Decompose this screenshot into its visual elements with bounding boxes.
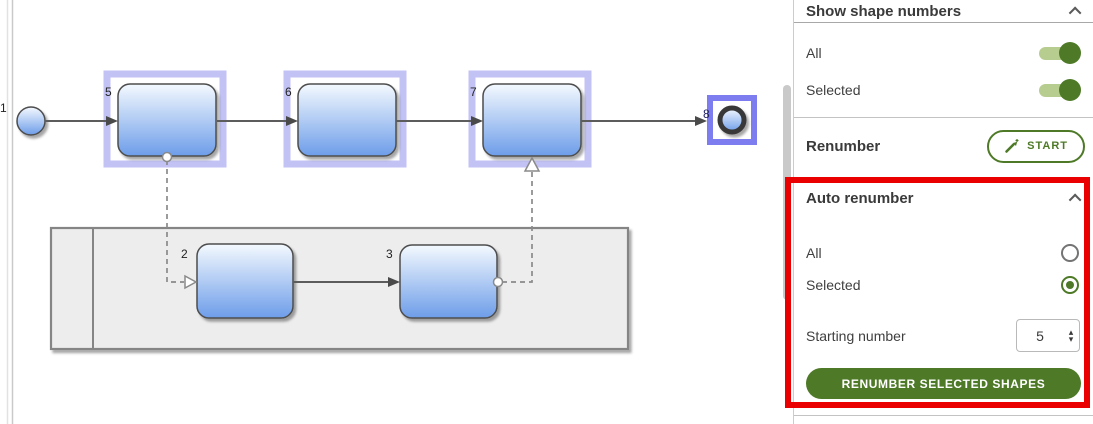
task-shape-3[interactable] (399, 244, 498, 319)
toggle-knob (1059, 78, 1081, 101)
starting-number-input[interactable]: ▴ ▾ (1016, 319, 1080, 352)
stepper-down-icon[interactable]: ▾ (1068, 333, 1074, 344)
renumber-selected-shapes-button[interactable]: RENUMBER SELECTED SHAPES (806, 368, 1081, 399)
toggle-knob (1059, 41, 1081, 64)
panel-title: Show shape numbers (806, 2, 962, 20)
start-event-shape[interactable] (16, 106, 46, 136)
magic-wand-icon (1005, 139, 1019, 153)
pool-container[interactable] (49, 226, 630, 351)
open-arrowhead (523, 156, 541, 172)
starting-number-value[interactable] (1017, 327, 1063, 344)
flow-connectors[interactable] (45, 120, 696, 283)
task-shape-5[interactable] (103, 70, 227, 168)
chevron-up-icon[interactable] (1068, 6, 1082, 19)
divider (794, 415, 1093, 416)
starting-number-label: Starting number (806, 327, 906, 344)
all-radio-button[interactable] (1061, 243, 1079, 262)
shape-number-label: 2 (181, 247, 188, 261)
diagram-canvas[interactable]: 2 3 (0, 0, 783, 424)
divider (794, 22, 1093, 23)
task-shape-2[interactable] (196, 243, 294, 319)
shape-number-label: 6 (285, 85, 292, 99)
auto-all-label: All (806, 244, 822, 261)
task-shape-6[interactable] (283, 70, 407, 168)
number-stepper[interactable]: ▴ ▾ (1063, 326, 1079, 344)
dashed-connector-5-2[interactable] (161, 151, 198, 290)
chevron-up-icon[interactable] (1068, 193, 1082, 206)
open-arrowhead (184, 274, 198, 290)
selected-radio-button[interactable] (1061, 276, 1079, 294)
renumber-label: Renumber (806, 137, 881, 155)
shape-numbers-panel: Show shape numbers All Selected Renumber (793, 0, 1093, 424)
renumber-start-button[interactable]: START (987, 129, 1085, 163)
shape-number-label: 7 (470, 85, 477, 99)
task-shape-7[interactable] (468, 70, 592, 168)
end-event-shape[interactable] (707, 95, 757, 145)
all-toggle-switch[interactable] (1039, 41, 1081, 64)
auto-selected-label: Selected (806, 277, 861, 293)
stepper-up-icon[interactable]: ▴ (1068, 326, 1074, 337)
shape-number-label: 5 (105, 85, 112, 99)
selected-toggle-label: Selected (806, 82, 861, 98)
start-button-label: START (1027, 140, 1068, 152)
solid-arrowheads (106, 116, 707, 287)
selected-toggle-switch[interactable] (1039, 78, 1081, 101)
shape-number-label: 3 (386, 247, 393, 261)
divider (794, 117, 1093, 118)
vertical-scrollbar[interactable] (783, 85, 791, 300)
auto-renumber-title: Auto renumber (806, 189, 914, 207)
all-toggle-label: All (806, 45, 822, 61)
dashed-connector-3-7[interactable] (492, 156, 541, 288)
shape-number-label: 8 (703, 107, 710, 121)
shape-number-label: 1 (0, 101, 7, 115)
